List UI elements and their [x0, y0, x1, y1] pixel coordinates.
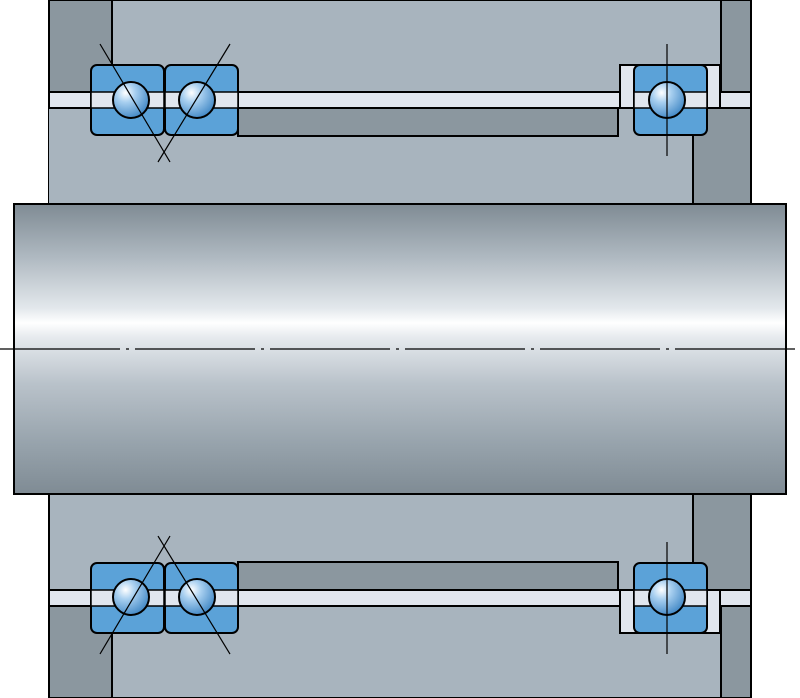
housing-bottom-spacer [237, 561, 619, 591]
top-left-bearing-2 [164, 64, 239, 136]
bearing-ball [178, 578, 216, 616]
bottom-left-bearing-2 [164, 562, 239, 634]
bottom-left-bearing-1 [90, 562, 165, 634]
shaft [0, 203, 800, 495]
housing-bottom-right-cover [720, 605, 752, 698]
bearings-top [90, 43, 721, 163]
contact-line [99, 43, 171, 163]
housing-top-right-cover [720, 0, 752, 93]
bearings-bottom [90, 535, 721, 655]
contact-line [157, 535, 231, 655]
housing-top-spacer [237, 107, 619, 137]
bearing-ball [112, 81, 150, 119]
contact-line [99, 535, 171, 655]
housing-top-left-lower [49, 108, 91, 204]
shaft-body [13, 203, 787, 495]
bearing-ball [112, 578, 150, 616]
bearing-ball [178, 81, 216, 119]
top-right-bearing [619, 44, 721, 156]
top-left-bearing-1 [90, 64, 165, 136]
contact-line [157, 43, 231, 163]
bottom-right-bearing [619, 542, 721, 654]
